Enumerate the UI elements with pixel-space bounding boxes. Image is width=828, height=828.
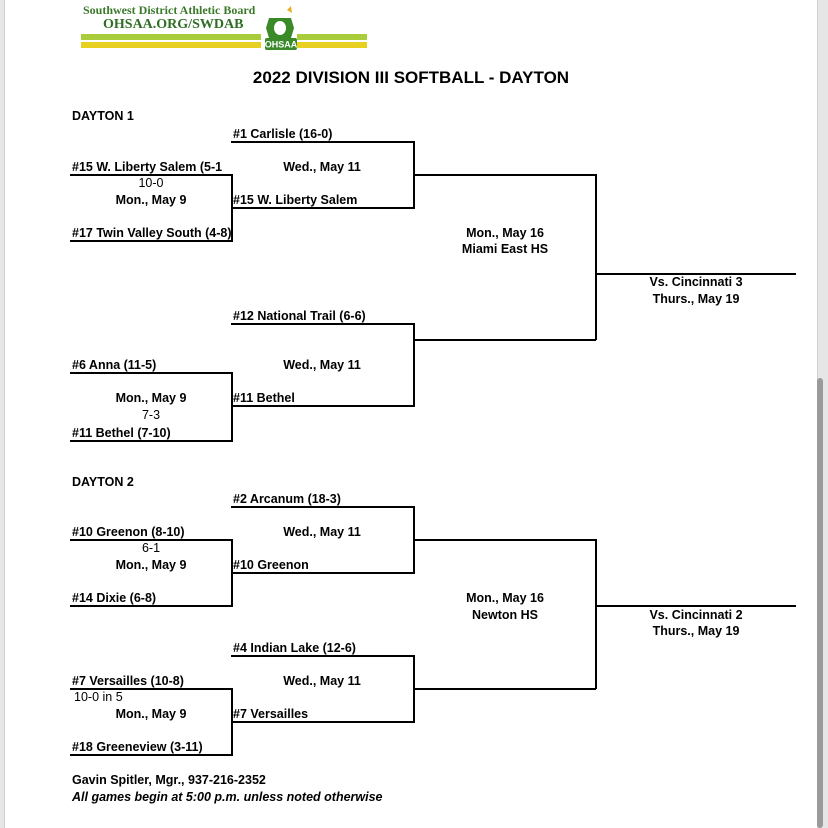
game-date: Wed., May 11 bbox=[283, 674, 361, 688]
section-label-dayton1: DAYTON 1 bbox=[72, 109, 134, 123]
game-date: Wed., May 11 bbox=[283, 160, 361, 174]
org-url: OHSAA.ORG/SWDAB bbox=[103, 17, 244, 32]
bracket-line bbox=[70, 174, 232, 176]
bracket-line bbox=[70, 688, 232, 690]
bracket-line bbox=[70, 372, 232, 374]
bracket-line bbox=[70, 754, 232, 756]
bracket-line bbox=[231, 539, 233, 607]
games-note: All games begin at 5:00 p.m. unless note… bbox=[72, 790, 383, 804]
bracket-line bbox=[70, 240, 232, 242]
game-date: Mon., May 9 bbox=[115, 558, 187, 572]
ohsaa-badge-icon: OHSAA bbox=[265, 6, 298, 50]
team-line: #7 Versailles (10-8) bbox=[72, 674, 184, 688]
logo-lime-bar-right bbox=[297, 34, 367, 40]
team-line: #4 Indian Lake (12-6) bbox=[233, 641, 356, 655]
bracket-line bbox=[595, 605, 796, 607]
badge-text: OHSAA bbox=[265, 40, 298, 50]
logo-yellow-bar bbox=[81, 42, 261, 48]
team-line: #1 Carlisle (16-0) bbox=[233, 127, 333, 141]
bracket-line bbox=[231, 372, 233, 442]
bracket-line bbox=[70, 539, 232, 541]
bracket-line bbox=[70, 440, 232, 442]
team-line: #14 Dixie (6-8) bbox=[72, 591, 157, 605]
bracket-line bbox=[413, 539, 596, 541]
manager-contact: Gavin Spitler, Mgr., 937-216-2352 bbox=[72, 773, 266, 787]
team-line: #11 Bethel (7-10) bbox=[72, 426, 171, 440]
next-opponent: Vs. Cincinnati 2 bbox=[649, 608, 743, 622]
bracket-line bbox=[231, 688, 233, 756]
section-label-dayton2: DAYTON 2 bbox=[72, 475, 134, 489]
team-line: #17 Twin Valley South (4-8) bbox=[72, 226, 232, 240]
game-date: Mon., May 9 bbox=[115, 193, 187, 207]
team-line: #7 Versailles bbox=[233, 707, 309, 721]
game-date: Wed., May 11 bbox=[283, 358, 361, 372]
bracket-line bbox=[595, 273, 796, 275]
game-score: 6-1 bbox=[141, 541, 161, 555]
bracket-line bbox=[231, 506, 414, 508]
next-date: Thurs., May 19 bbox=[652, 624, 740, 638]
logo-yellow-bar-right bbox=[297, 42, 367, 48]
game-score: 10-0 in 5 bbox=[74, 690, 123, 704]
bracket-line bbox=[595, 539, 597, 689]
bracket-line bbox=[231, 405, 414, 407]
bracket-line bbox=[231, 721, 414, 723]
team-line: #18 Greeneview (3-11) bbox=[72, 740, 203, 754]
final-date: Mon., May 16 bbox=[466, 591, 544, 605]
bracket-line bbox=[413, 174, 596, 176]
team-line: #11 Bethel bbox=[233, 391, 295, 405]
bracket-line bbox=[413, 339, 596, 341]
bracket-page: Southwest District Athletic Board OHSAA.… bbox=[4, 0, 818, 828]
game-date: Wed., May 11 bbox=[283, 525, 361, 539]
next-date: Thurs., May 19 bbox=[652, 292, 740, 306]
team-line: #10 Greenon (8-10) bbox=[72, 525, 185, 539]
team-line: #10 Greenon bbox=[233, 558, 309, 572]
game-score: 10-0 bbox=[138, 176, 164, 190]
game-date: Mon., May 9 bbox=[115, 707, 187, 721]
game-date: Mon., May 9 bbox=[115, 391, 187, 405]
team-line: #12 National Trail (6-6) bbox=[233, 309, 366, 323]
bracket-line bbox=[231, 655, 414, 657]
final-site: Miami East HS bbox=[461, 242, 549, 256]
team-line: #15 W. Liberty Salem bbox=[233, 193, 358, 207]
bracket-line bbox=[231, 174, 233, 242]
bracket-line bbox=[231, 323, 414, 325]
bracket-line bbox=[231, 572, 414, 574]
bracket-line bbox=[70, 605, 232, 607]
team-line: #6 Anna (11-5) bbox=[72, 358, 157, 372]
bracket-line bbox=[595, 174, 597, 340]
bracket-line bbox=[231, 207, 414, 209]
bracket-line bbox=[413, 688, 596, 690]
team-line: #15 W. Liberty Salem (5-1 bbox=[72, 160, 223, 174]
logo-lime-bar bbox=[81, 34, 261, 40]
team-line: #2 Arcanum (18-3) bbox=[233, 492, 341, 506]
page-title: 2022 DIVISION III SOFTBALL - DAYTON bbox=[252, 68, 570, 87]
final-date: Mon., May 16 bbox=[466, 226, 544, 240]
bracket-line bbox=[413, 323, 415, 407]
next-opponent: Vs. Cincinnati 3 bbox=[649, 275, 743, 289]
scrollbar-thumb[interactable] bbox=[817, 378, 823, 828]
game-score: 7-3 bbox=[141, 408, 161, 422]
org-name: Southwest District Athletic Board bbox=[83, 3, 256, 17]
final-site: Newton HS bbox=[472, 608, 538, 622]
bracket-line bbox=[231, 141, 414, 143]
